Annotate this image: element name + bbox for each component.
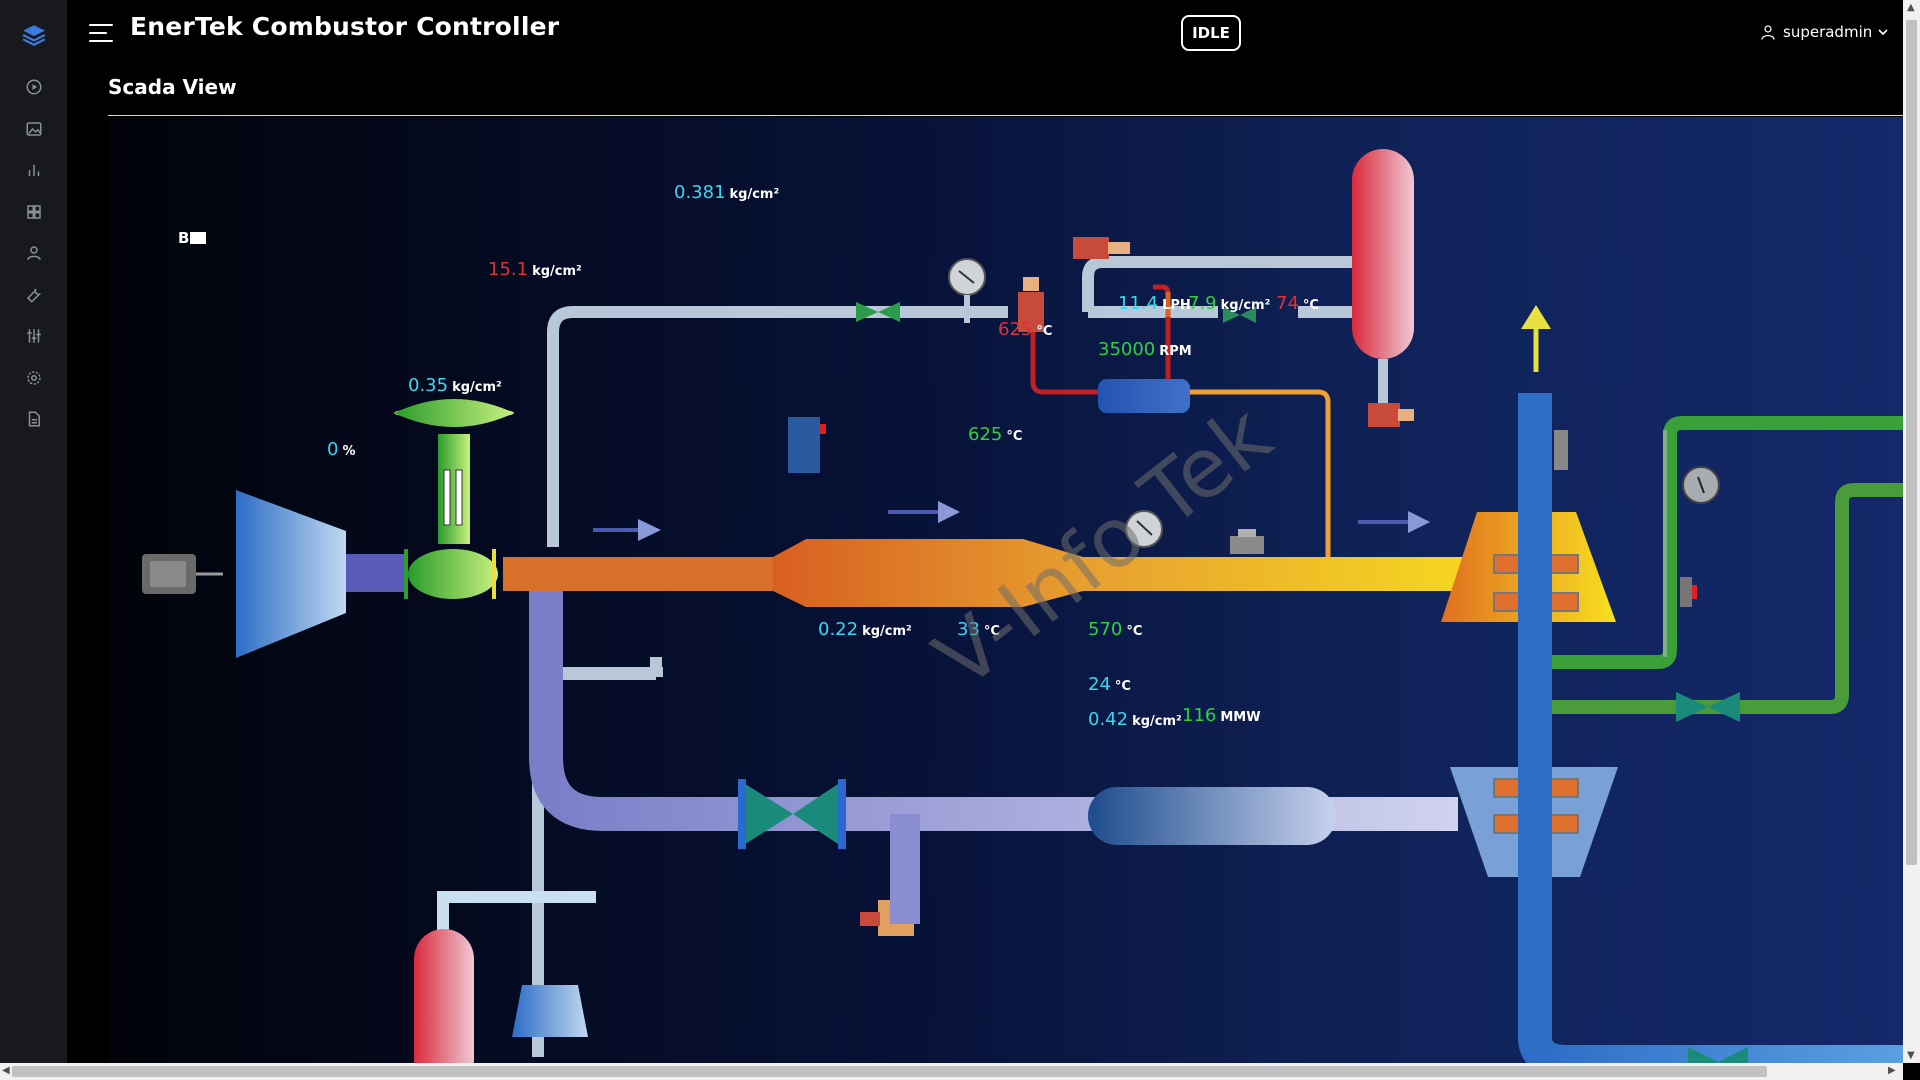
pressure-gauge-icon — [1682, 466, 1720, 504]
combustor — [773, 539, 1478, 607]
flow-arrow-1 — [593, 519, 661, 541]
recuperator — [1088, 787, 1336, 845]
reading-625-green: 625°C — [968, 424, 1023, 445]
valve-icon — [856, 302, 900, 322]
play-circle-icon[interactable] — [22, 75, 46, 99]
username: superadmin — [1783, 23, 1873, 41]
red-valve-icon — [1368, 403, 1414, 427]
sidebar — [0, 0, 67, 1080]
layers-icon[interactable] — [20, 21, 48, 49]
red-valve-icon — [1018, 277, 1044, 332]
sliders-icon[interactable] — [22, 324, 46, 348]
reading-74: 74°C — [1276, 293, 1319, 314]
reading-24: 24°C — [1088, 674, 1131, 695]
control-valve — [408, 549, 498, 599]
valve-icon — [1676, 692, 1740, 722]
scroll-left-icon[interactable]: ◀ — [2, 1065, 10, 1076]
flow-arrow-2 — [888, 501, 960, 523]
image-icon[interactable] — [22, 117, 46, 141]
file-icon[interactable] — [22, 407, 46, 431]
exhaust-stack — [1518, 393, 1903, 1063]
scada-diagram — [142, 149, 1903, 1063]
menu-icon[interactable] — [89, 24, 113, 44]
red-valve-icon — [1073, 237, 1130, 259]
reading-33: 33°C — [957, 619, 1000, 640]
chevron-down-icon — [1878, 29, 1888, 36]
label-b: B — [178, 227, 207, 248]
grid-icon[interactable] — [22, 200, 46, 224]
pressure-gauge-icon — [948, 258, 986, 323]
app-title: EnerTek Combustor Controller — [130, 12, 560, 41]
status-button[interactable]: IDLE — [1181, 15, 1241, 51]
scroll-thumb[interactable] — [1906, 20, 1917, 865]
reading-625-red: 625°C — [998, 319, 1053, 340]
heat-exchanger — [1098, 379, 1190, 413]
bar-chart-icon[interactable] — [22, 158, 46, 182]
scroll-thumb[interactable] — [12, 1066, 1767, 1077]
user-menu[interactable]: superadmin — [1759, 22, 1888, 42]
purple-valve-icon — [738, 779, 846, 849]
scroll-up-icon[interactable]: ▲ — [1907, 2, 1915, 13]
divider — [108, 115, 1920, 116]
scroll-down-icon[interactable]: ▼ — [1907, 1050, 1915, 1061]
compressor — [236, 490, 346, 658]
page-title: Scada View — [108, 75, 237, 99]
horizontal-scrollbar[interactable]: ◀ ▶ — [0, 1063, 1903, 1080]
valve-icon — [1223, 307, 1256, 323]
fuel-tank — [1352, 149, 1414, 359]
reading-570: 570°C — [1088, 619, 1143, 640]
wrench-icon[interactable] — [22, 283, 46, 307]
user-icon[interactable] — [22, 241, 46, 265]
sensor-box — [788, 417, 820, 473]
flow-arrow-3 — [1358, 511, 1430, 533]
vertical-scrollbar[interactable]: ▲ ▼ — [1903, 0, 1920, 1063]
user-icon — [1761, 25, 1775, 40]
reading-0pct: 0% — [327, 439, 356, 460]
scroll-right-icon[interactable]: ▶ — [1888, 1065, 1896, 1076]
pressure-gauge-icon — [1125, 510, 1163, 548]
gear-icon[interactable] — [22, 366, 46, 390]
header: EnerTek Combustor Controller IDLE supera… — [67, 0, 1920, 118]
